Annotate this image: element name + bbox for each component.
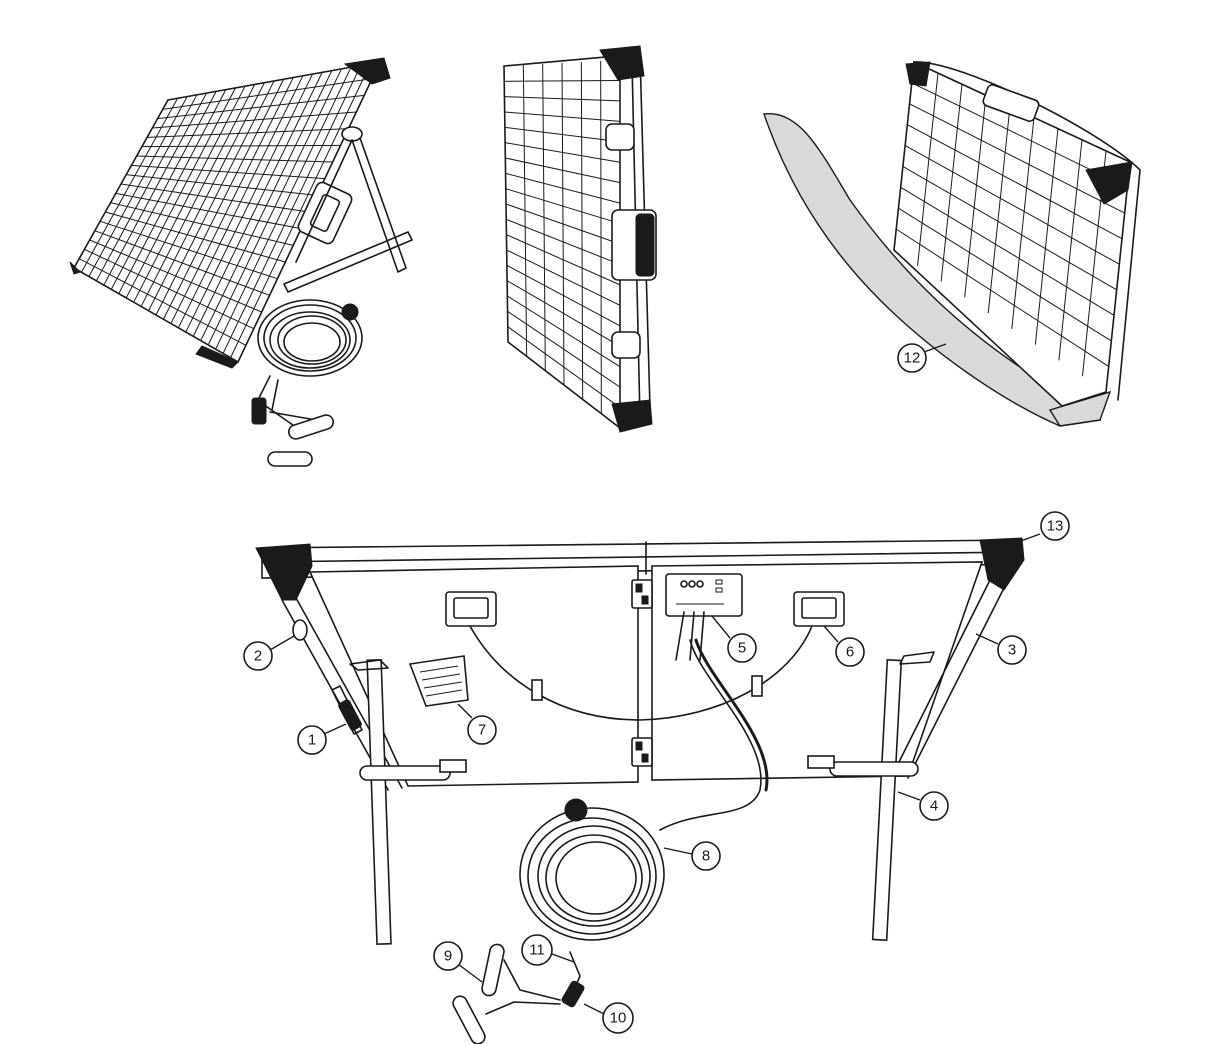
panel-folded-view bbox=[503, 45, 657, 433]
callout-6-label: 6 bbox=[846, 644, 854, 661]
cell-grid-line bbox=[94, 230, 270, 296]
cell-grid-line bbox=[505, 188, 621, 225]
callout-13: 13 bbox=[1017, 511, 1070, 543]
callout-8: 8 bbox=[663, 841, 721, 871]
cell-grid-line bbox=[907, 124, 1123, 240]
cell-grid-line bbox=[505, 142, 621, 163]
cell-grid-line bbox=[505, 172, 621, 204]
callout-2: 2 bbox=[243, 635, 295, 671]
cell-grid-line bbox=[506, 234, 621, 286]
cell-grid-line bbox=[504, 96, 621, 102]
cell-grid-line bbox=[89, 239, 262, 313]
cell-grid-line bbox=[506, 249, 621, 306]
callout-6: 6 bbox=[823, 625, 865, 667]
cell-grid-line bbox=[940, 84, 963, 282]
cell-grid-line bbox=[147, 128, 349, 138]
callout-10-label: 10 bbox=[610, 1010, 627, 1027]
callout-9: 9 bbox=[433, 941, 483, 983]
callout-1-label: 1 bbox=[308, 732, 316, 749]
coiled-cable-large bbox=[519, 798, 665, 941]
callout-10: 10 bbox=[583, 1002, 634, 1034]
cell-grid-line bbox=[115, 192, 302, 230]
panel-in-bag-view bbox=[763, 60, 1141, 427]
cell-grid-line bbox=[909, 103, 1125, 214]
callout-12: 12 bbox=[897, 343, 947, 373]
cell-grid-line bbox=[131, 164, 325, 180]
coiled-cable-small bbox=[257, 299, 363, 377]
callout-11-label: 11 bbox=[529, 942, 545, 959]
callout-8-label: 8 bbox=[702, 848, 710, 865]
cell-grid-line bbox=[506, 280, 621, 347]
callout-12-label: 12 bbox=[904, 350, 921, 367]
cell-grid-line bbox=[78, 258, 247, 346]
callout-2-label: 2 bbox=[254, 648, 262, 665]
cell-grid-line bbox=[136, 155, 333, 163]
cell-grid-line bbox=[84, 248, 254, 330]
cell-grid-line bbox=[898, 207, 1112, 342]
callout-1: 1 bbox=[297, 723, 347, 755]
cell-grid-line bbox=[506, 218, 621, 265]
callout-4: 4 bbox=[897, 791, 949, 821]
cell-grid-line bbox=[506, 264, 621, 327]
cell-grid-line bbox=[507, 326, 621, 408]
cell-grid-line bbox=[900, 186, 1115, 316]
cell-grid-line bbox=[507, 295, 621, 368]
panel-unfolded-view bbox=[69, 57, 413, 467]
cell-grid-line bbox=[141, 144, 341, 148]
cell-grid-line bbox=[917, 73, 939, 266]
cell-grid-line bbox=[120, 183, 310, 213]
cell-grid-line bbox=[157, 94, 365, 120]
cell-grid-line bbox=[126, 174, 317, 196]
callout-3: 3 bbox=[975, 633, 1027, 665]
cell-grid-line bbox=[162, 78, 373, 110]
cell-grid-line bbox=[895, 228, 1109, 367]
cell-grid-line bbox=[904, 145, 1120, 265]
callout-5: 5 bbox=[711, 615, 757, 663]
cell-grid-line bbox=[504, 111, 621, 122]
callout-4-label: 4 bbox=[930, 798, 938, 815]
cell-grid-line bbox=[964, 95, 987, 298]
cell-grid-line bbox=[110, 202, 294, 246]
cell-grid-line bbox=[1034, 128, 1059, 345]
cell-grid-line bbox=[505, 157, 621, 184]
cell-grid-line bbox=[505, 203, 621, 245]
cell-grid-line bbox=[504, 79, 621, 82]
cell-grid-line bbox=[152, 111, 357, 129]
cell-grid-line bbox=[1011, 117, 1035, 329]
cell-grid-line bbox=[504, 126, 621, 143]
cell-grid-line bbox=[507, 310, 621, 388]
callout-7: 7 bbox=[457, 703, 497, 745]
callout-7-label: 7 bbox=[478, 722, 486, 739]
callout-9-label: 9 bbox=[444, 948, 452, 965]
callout-3-label: 3 bbox=[1008, 642, 1016, 659]
cell-grid-line bbox=[99, 220, 278, 280]
callout-11: 11 bbox=[521, 934, 575, 966]
callout-13-label: 13 bbox=[1047, 518, 1064, 535]
panel-back-view bbox=[255, 537, 1025, 1044]
cell-grid-line bbox=[1058, 139, 1083, 361]
cell-grid-line bbox=[902, 166, 1117, 291]
cell-grid-line bbox=[105, 211, 286, 263]
callout-5-label: 5 bbox=[738, 640, 746, 657]
cell-grid-line bbox=[987, 106, 1011, 314]
